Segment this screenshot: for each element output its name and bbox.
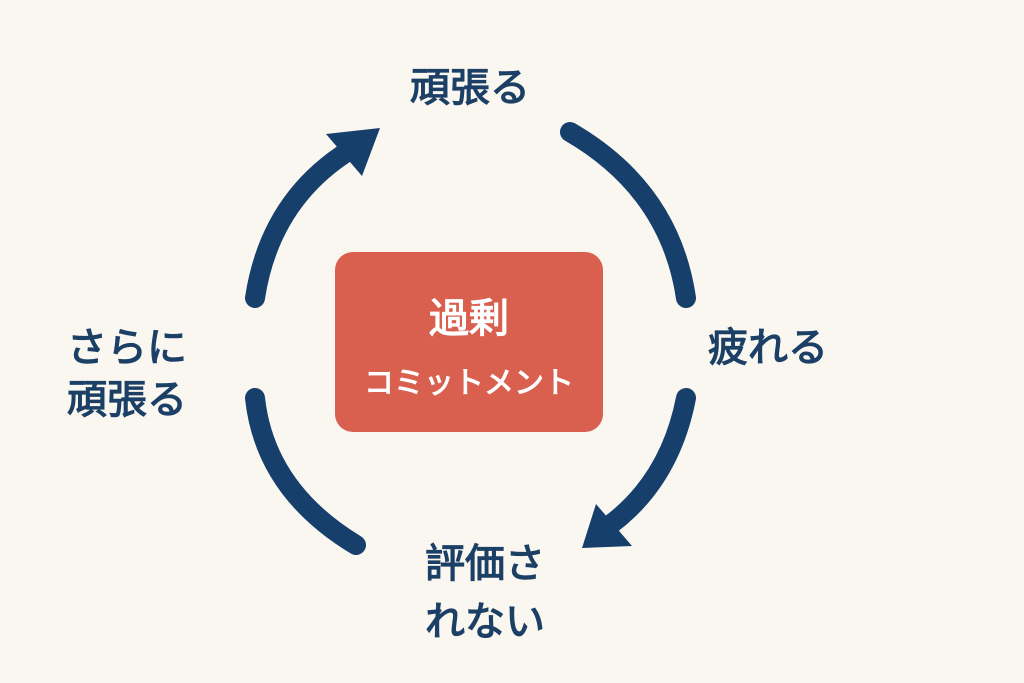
arc-bottom-left — [245, 388, 366, 555]
node-left-line1: さらに — [67, 325, 187, 371]
node-left: さらに 頑張る — [42, 322, 212, 426]
node-bottom-line1: 評価さ — [425, 541, 545, 587]
arc-top-right — [560, 122, 696, 308]
arrowhead-top-left — [326, 128, 380, 176]
node-top: 頑張る — [410, 65, 530, 111]
node-left-line2: 頑張る — [67, 377, 187, 423]
node-bottom: 評価さ れない — [400, 538, 570, 648]
center-title: 過剰 — [429, 296, 509, 342]
node-right: 疲れる — [708, 325, 828, 371]
center-box: 過剰 コミットメント — [335, 252, 603, 432]
arc-top-left — [245, 140, 360, 308]
arc-bottom-right — [600, 388, 696, 535]
arrowhead-bottom-right — [582, 504, 632, 548]
node-bottom-line2: れない — [425, 599, 545, 645]
center-subtitle: コミットメント — [364, 366, 574, 401]
